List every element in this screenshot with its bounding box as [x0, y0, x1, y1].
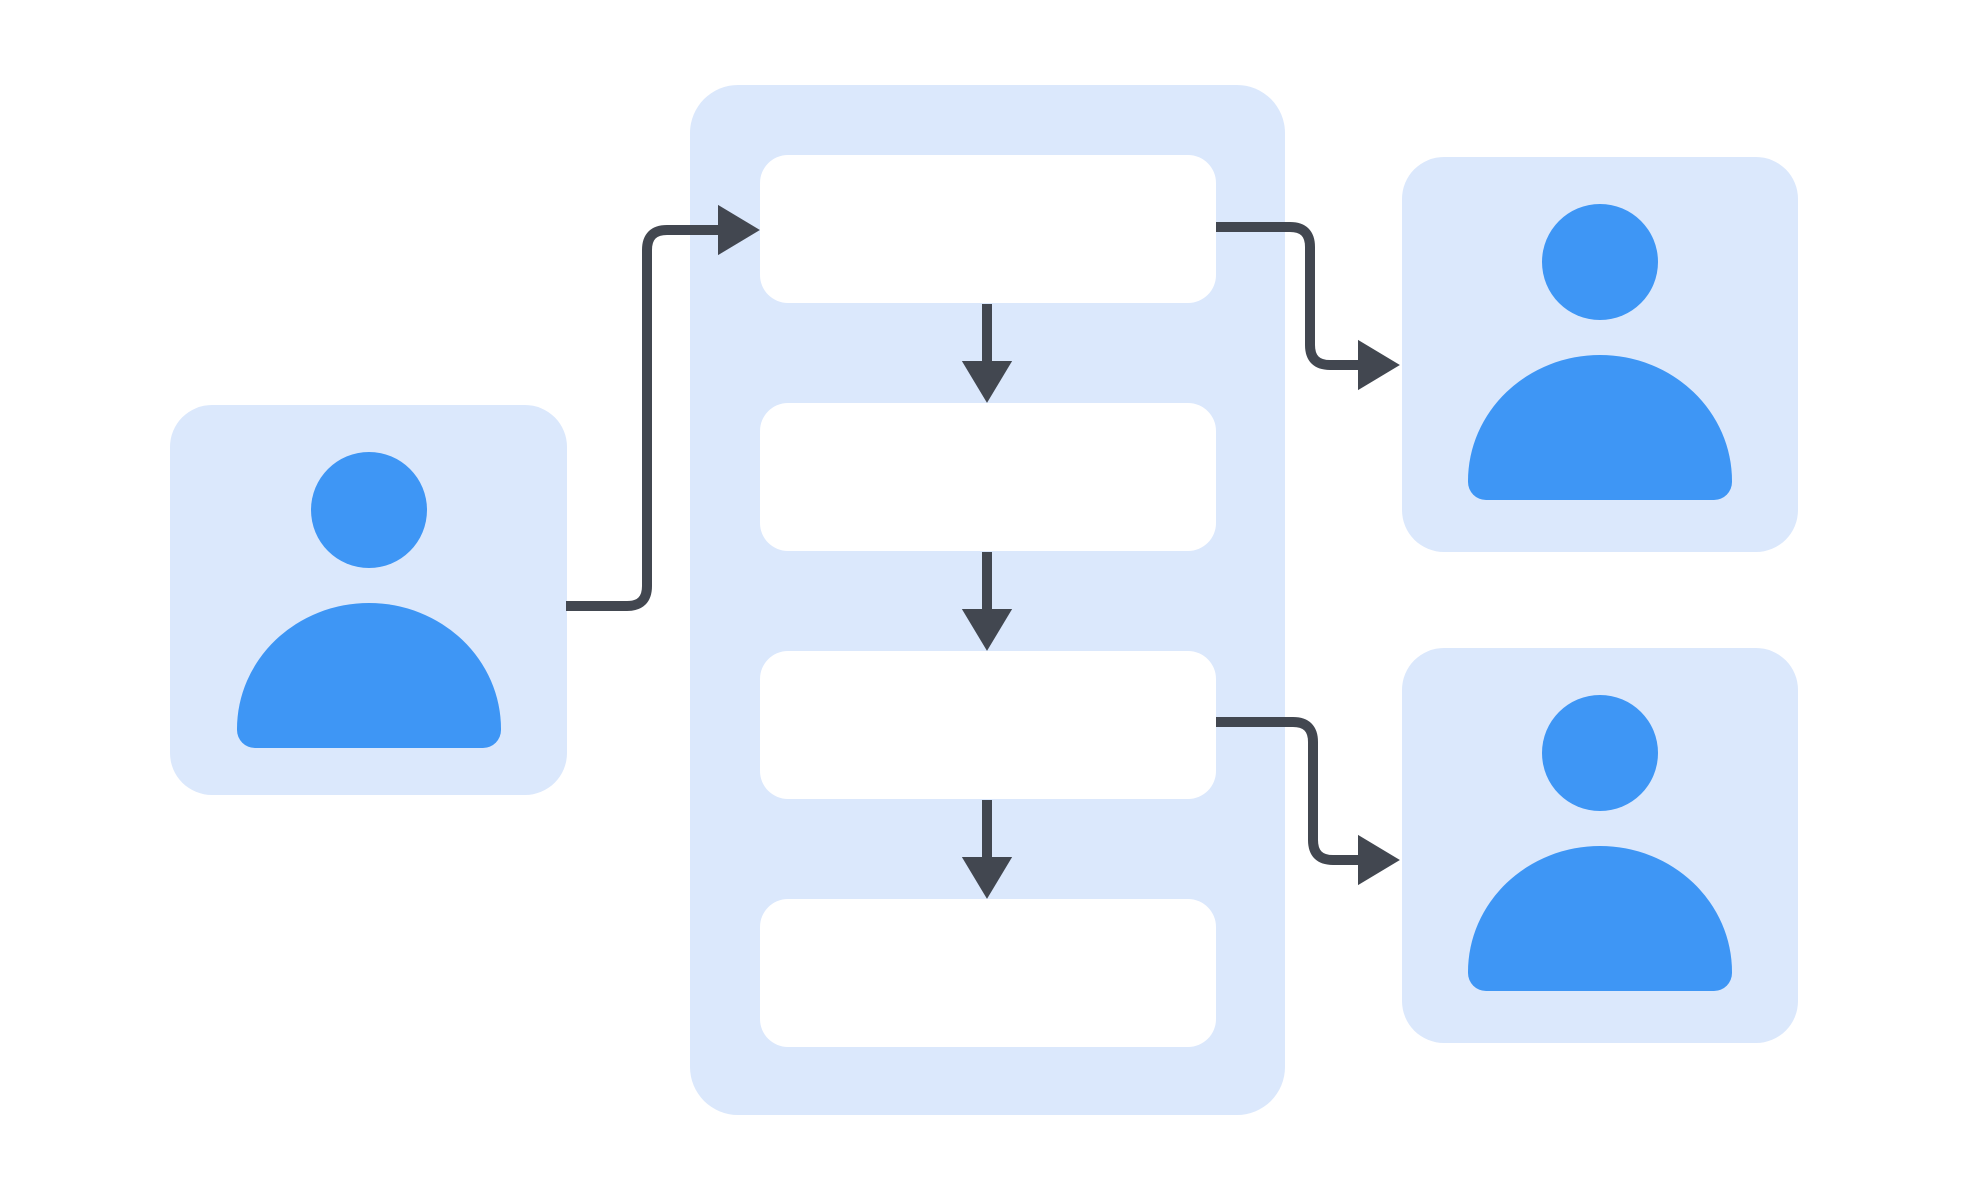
- person-card-left: [170, 405, 567, 795]
- person-avatar-body-icon: [236, 603, 501, 748]
- process-step-1: [760, 155, 1216, 303]
- process-step-2: [760, 403, 1216, 551]
- person-avatar-head-icon: [1542, 695, 1658, 811]
- person-card-bottom-right: [1402, 648, 1798, 1043]
- person-avatar-body-icon: [1468, 355, 1732, 500]
- person-avatar-head-icon: [310, 452, 427, 568]
- person-avatar-body-icon: [1468, 846, 1732, 991]
- person-avatar-head-icon: [1542, 204, 1658, 320]
- person-card-top-right: [1402, 157, 1798, 552]
- process-step-3: [760, 651, 1216, 799]
- process-step-4: [760, 899, 1216, 1047]
- process-panel: [690, 85, 1285, 1115]
